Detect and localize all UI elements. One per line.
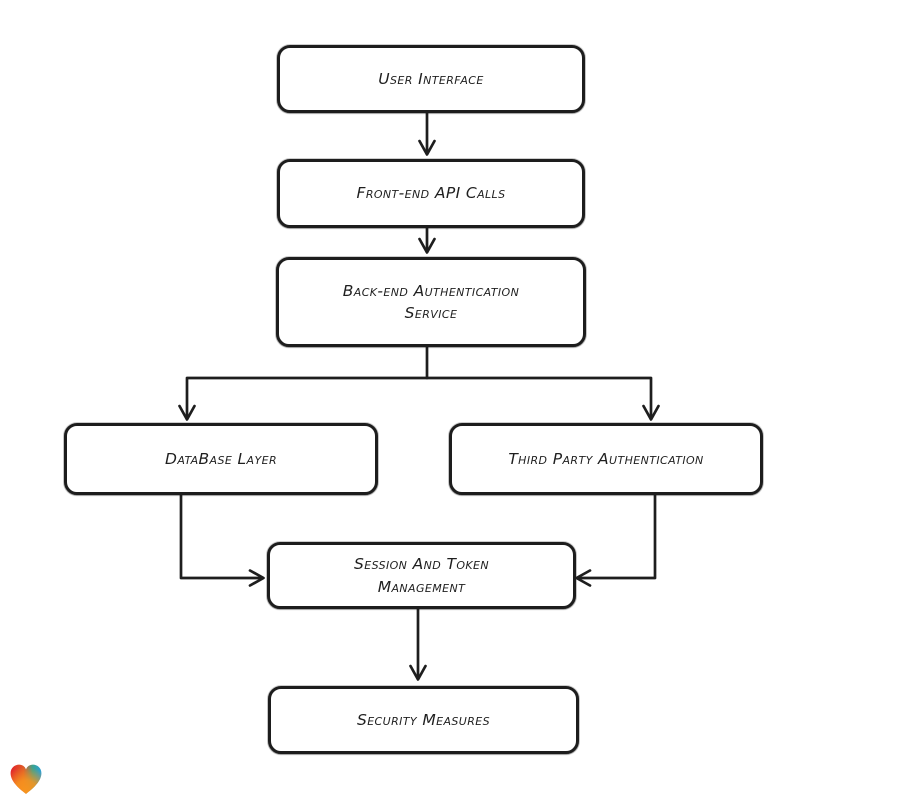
node-database-layer-label: DataBase Layer (165, 449, 277, 468)
node-back-end-authentication-service-label: Back-end Authentication Service (342, 281, 520, 322)
edge-thirdparty-to-session (575, 488, 657, 587)
node-session-and-token-management[interactable]: Session And Token Management (267, 542, 576, 609)
heart-logo-icon[interactable] (9, 761, 43, 797)
node-third-party-authentication-label: Third Party Authentication (508, 449, 704, 468)
node-front-end-api-calls[interactable]: Front-end API Calls (277, 159, 585, 228)
edge-ui-to-api (418, 106, 436, 156)
node-user-interface[interactable]: User Interface (277, 45, 585, 113)
node-database-layer[interactable]: DataBase Layer (64, 423, 378, 495)
node-front-end-api-calls-label: Front-end API Calls (356, 184, 506, 203)
node-third-party-authentication[interactable]: Third Party Authentication (449, 423, 763, 495)
node-back-end-authentication-service[interactable]: Back-end Authentication Service (276, 257, 586, 347)
edge-database-to-session (179, 488, 265, 587)
edge-session-to-security (409, 602, 427, 681)
edge-backend-to-thirdparty (425, 376, 660, 421)
node-session-and-token-management-label: Session And Token Management (354, 555, 489, 596)
node-security-measures-label: Security Measures (356, 710, 491, 729)
edge-backend-to-database (178, 340, 429, 421)
node-user-interface-label: User Interface (378, 69, 484, 88)
node-security-measures[interactable]: Security Measures (268, 686, 579, 754)
